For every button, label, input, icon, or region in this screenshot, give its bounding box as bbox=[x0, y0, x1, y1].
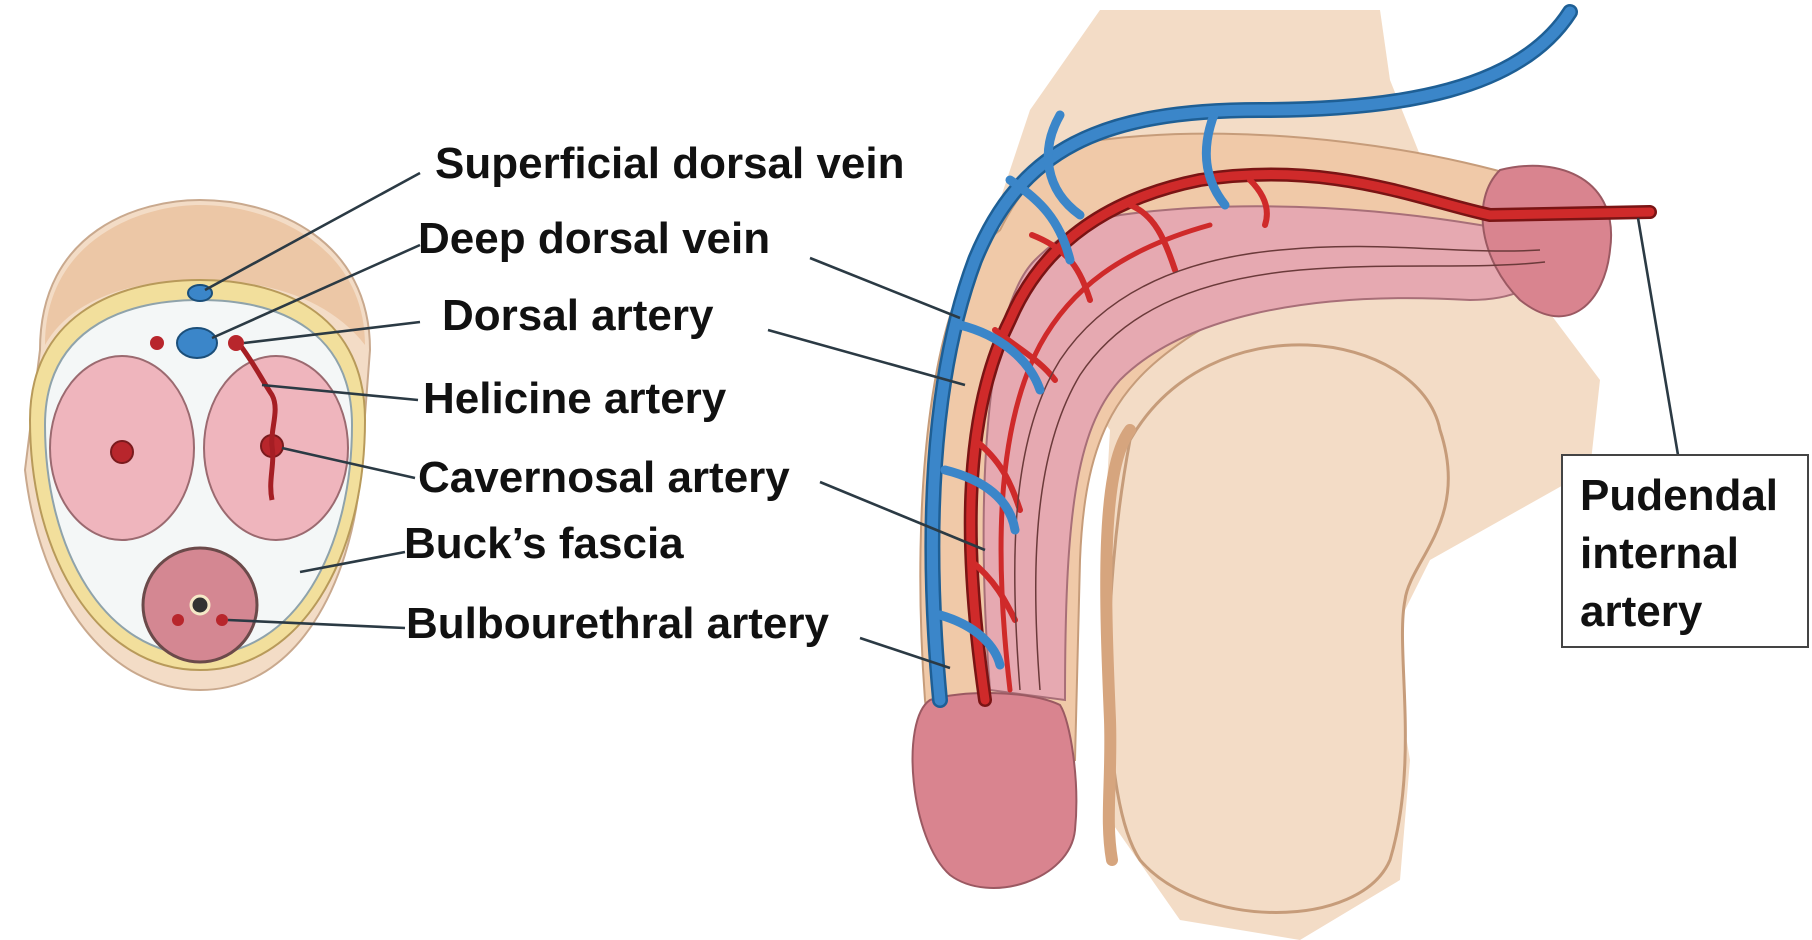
urethra bbox=[191, 596, 209, 614]
labels: Superficial dorsal vein Deep dorsal vein… bbox=[404, 139, 905, 648]
label-pudendal-line3: artery bbox=[1580, 587, 1703, 636]
label-dorsal-artery: Dorsal artery bbox=[442, 291, 714, 340]
leader-pudendal-internal-artery bbox=[1638, 218, 1678, 455]
deep-dorsal-vein-dot bbox=[177, 328, 217, 358]
label-bulbourethral-artery: Bulbourethral artery bbox=[406, 599, 830, 648]
glans-bottom bbox=[913, 693, 1077, 888]
label-pudendal-line2: internal bbox=[1580, 529, 1739, 578]
dorsal-artery-left-dot bbox=[150, 336, 164, 350]
leader-dorsal-artery-right bbox=[768, 330, 965, 385]
side-view-illustration bbox=[913, 10, 1650, 940]
cavernosal-artery-left-dot bbox=[111, 441, 133, 463]
dorsal-artery-right-dot bbox=[228, 335, 244, 351]
leader-deep-dorsal-vein-right bbox=[810, 258, 960, 318]
bulbourethral-artery-right-dot bbox=[216, 614, 228, 626]
cross-section-illustration bbox=[25, 200, 370, 690]
pudendal-label-box: Pudendal internal artery bbox=[1562, 455, 1808, 647]
label-superficial-dorsal-vein: Superficial dorsal vein bbox=[435, 139, 905, 188]
label-pudendal-line1: Pudendal bbox=[1580, 471, 1778, 520]
label-deep-dorsal-vein: Deep dorsal vein bbox=[418, 214, 770, 263]
bulbourethral-artery-left-dot bbox=[172, 614, 184, 626]
label-helicine-artery: Helicine artery bbox=[423, 374, 727, 423]
label-bucks-fascia: Buck’s fascia bbox=[404, 519, 684, 568]
label-cavernosal-artery: Cavernosal artery bbox=[418, 453, 790, 502]
scrotum bbox=[1109, 345, 1449, 913]
